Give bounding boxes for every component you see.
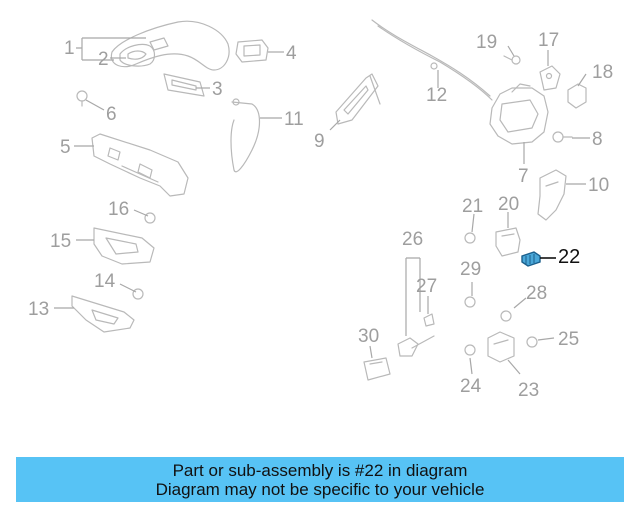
leader-lines (54, 37, 590, 375)
callout-6[interactable]: 6 (106, 104, 117, 125)
part-10-lock-bracket[interactable] (537, 169, 567, 221)
part-3-handle-base[interactable] (163, 73, 205, 97)
part-4-lock-cylinder-cover[interactable] (235, 39, 269, 63)
callout-18[interactable]: 18 (592, 62, 613, 83)
callout-17[interactable]: 17 (538, 30, 559, 51)
callout-24[interactable]: 24 (460, 376, 482, 397)
part-16-clip[interactable] (144, 212, 156, 224)
callout-23[interactable]: 23 (518, 380, 539, 401)
part-15-inside-handle[interactable] (93, 227, 155, 265)
part-20-bracket[interactable] (495, 227, 521, 257)
callout-30[interactable]: 30 (358, 326, 379, 347)
banner-line-2: Diagram may not be specific to your vehi… (155, 480, 485, 499)
part-22-bolt[interactable] (521, 251, 541, 267)
callout-21[interactable]: 21 (462, 196, 483, 217)
callout-22[interactable]: 22 (558, 246, 580, 268)
callout-26[interactable]: 26 (402, 229, 423, 250)
callout-2[interactable]: 2 (98, 49, 109, 70)
part-11-cable[interactable] (230, 98, 261, 173)
part-23-hinge[interactable] (487, 331, 515, 363)
callout-3[interactable]: 3 (212, 79, 223, 100)
callout-10[interactable]: 10 (588, 175, 609, 196)
callout-7[interactable]: 7 (518, 166, 529, 187)
part-12-cable-assembly[interactable] (371, 19, 493, 101)
callout-13[interactable]: 13 (28, 299, 49, 320)
callout-25[interactable]: 25 (558, 329, 579, 350)
callout-15[interactable]: 15 (50, 231, 71, 252)
callout-4[interactable]: 4 (286, 43, 297, 64)
banner-line-1: Part or sub-assembly is #22 in diagram (172, 461, 468, 480)
callout-19[interactable]: 19 (476, 32, 497, 53)
part-18-cover[interactable] (567, 83, 587, 109)
part-24-bolt[interactable] (464, 344, 476, 356)
callout-1[interactable]: 1 (64, 38, 75, 59)
part-29-bolt[interactable] (464, 296, 476, 308)
callout-8[interactable]: 8 (592, 129, 603, 150)
part-5-handle-reinforcement[interactable] (91, 133, 189, 197)
part-1-outside-handle[interactable] (110, 20, 230, 71)
part-27-clip[interactable] (423, 313, 435, 327)
callout-12[interactable]: 12 (426, 85, 447, 106)
callout-14[interactable]: 14 (94, 271, 116, 292)
part-25-bolt[interactable] (526, 336, 538, 348)
part-21-bolt[interactable] (464, 232, 476, 244)
part-26-cable-bracket[interactable] (397, 335, 435, 357)
part-17-plate[interactable] (539, 65, 561, 91)
part-30-cover[interactable] (363, 357, 391, 381)
part-9-inside-handle-bracket[interactable] (335, 73, 381, 125)
part-7-door-lock-actuator[interactable] (489, 83, 549, 145)
callout-numbers: 1 2 3 4 5 6 7 8 9 10 11 12 13 14 15 16 1… (28, 30, 613, 401)
part-13-inside-handle-bezel[interactable] (71, 295, 135, 333)
callout-5[interactable]: 5 (60, 137, 71, 158)
callout-11[interactable]: 11 (284, 109, 304, 130)
part-14-clip[interactable] (132, 288, 144, 300)
part-19-bolt[interactable] (503, 55, 521, 65)
callout-28[interactable]: 28 (526, 283, 547, 304)
part-6-bolt[interactable] (76, 90, 88, 107)
callout-16[interactable]: 16 (108, 199, 129, 220)
callout-20[interactable]: 20 (498, 194, 519, 215)
part-8-screw[interactable] (552, 131, 573, 143)
callout-29[interactable]: 29 (460, 259, 481, 280)
info-banner: Part or sub-assembly is #22 in diagram D… (16, 457, 624, 502)
parts-diagram: 1 2 3 4 5 6 7 8 9 10 11 12 13 14 15 16 1… (28, 19, 613, 401)
callout-9[interactable]: 9 (314, 131, 325, 152)
callout-27[interactable]: 27 (416, 276, 437, 297)
part-2-handle-bezel[interactable] (119, 43, 156, 67)
part-28-bolt[interactable] (500, 310, 512, 322)
